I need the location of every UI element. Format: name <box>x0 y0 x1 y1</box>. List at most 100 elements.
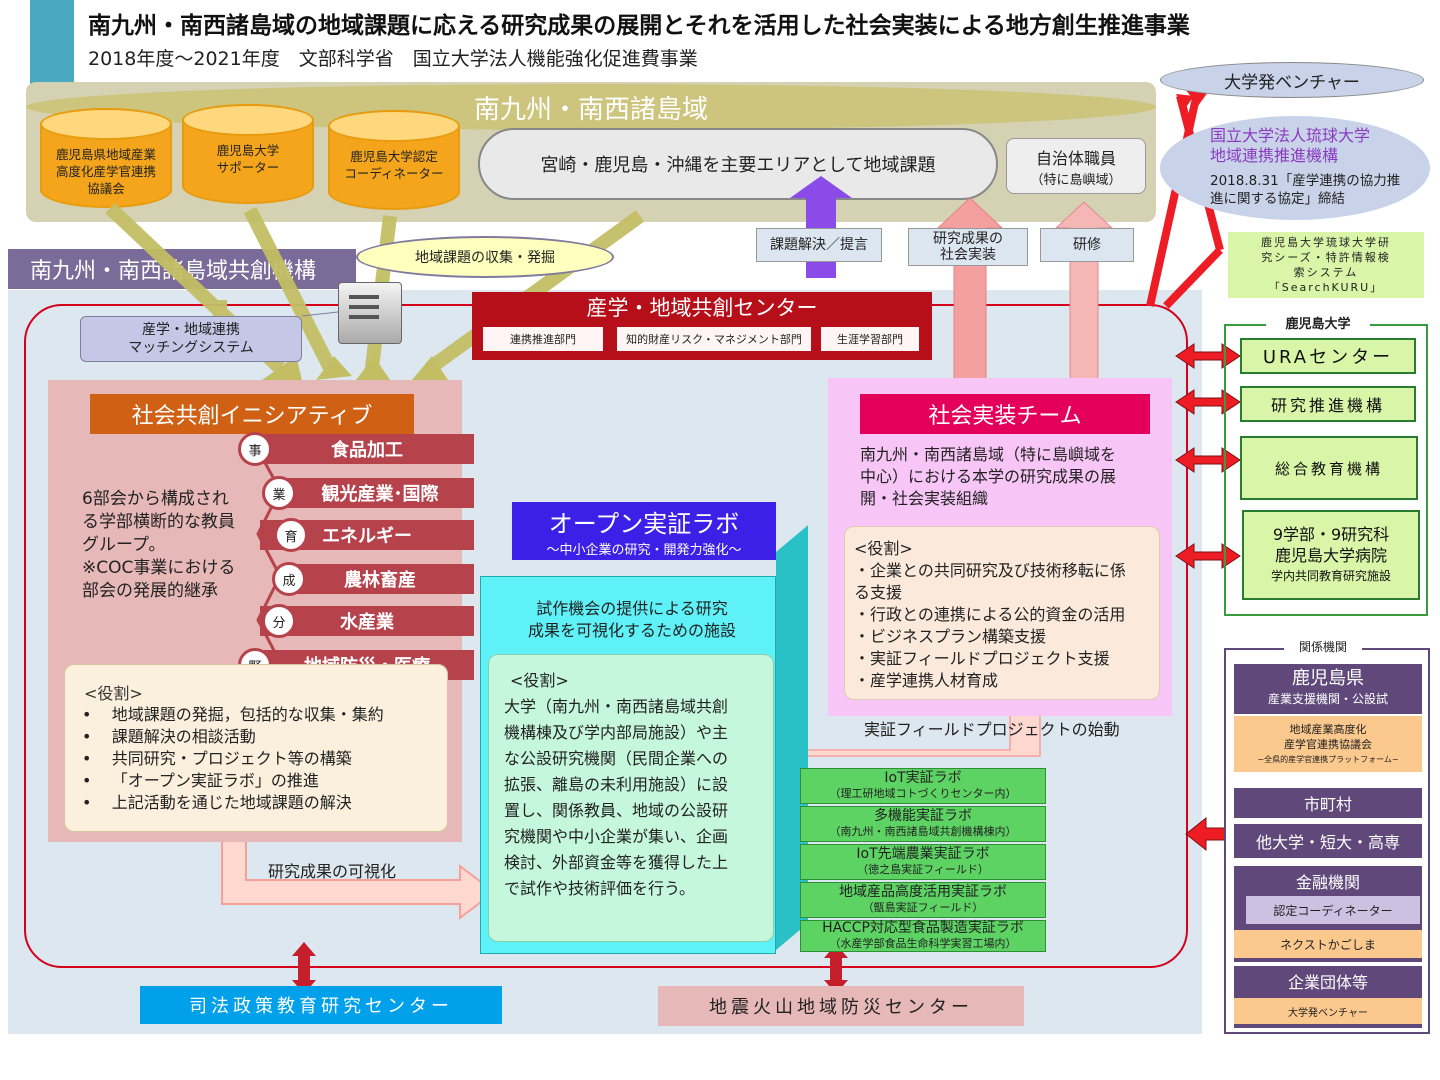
category-fisheries[interactable]: 水産業 <box>260 606 474 636</box>
lab-multi[interactable]: 多機能実証ラボ （南九州・南西諸島域共創機構棟内） <box>800 806 1046 842</box>
venture-ellipse: 大学発ベンチャー <box>1160 62 1424 98</box>
matching-line2: マッチングシステム <box>128 340 254 356</box>
faculty-line: 学内共同教育研究施設 <box>1270 568 1391 583</box>
council-line: 産学官連携協議会 <box>1284 737 1372 751</box>
desc-line: 成果を可視化するための施設 <box>527 621 736 640</box>
related-orgs-label: 関係機関 <box>1284 636 1362 656</box>
lab-sub: （南九州・南西諸島域共創機構棟内） <box>829 825 1017 838</box>
lab-iot-agri[interactable]: IoT先端農業実証ラボ （徳之島実証フィールド） <box>800 844 1046 880</box>
lab-haccp[interactable]: HACCP対応型食品製造実証ラボ （水産学部食品生命科学実習工場内） <box>800 920 1046 952</box>
role-line: 機構棟及び学内部局施設）や主 <box>504 723 729 742</box>
shiho-center[interactable]: 司法政策教育研究センター <box>140 986 502 1024</box>
faculties-box[interactable]: 9学部・9研究科 鹿児島大学病院 学内共同教育研究施設 <box>1242 510 1420 600</box>
lab-sub: （甑島実証フィールド） <box>862 901 984 914</box>
desc-line: 南九州・南西諸島域（特に島嶼域を <box>860 445 1117 464</box>
team-role-text: <役割> ・企業との共同研究及び技術移転に係 る支援 ・行政との連携による公的資… <box>854 538 1160 692</box>
lab-sub: （徳之島実証フィールド） <box>857 863 989 876</box>
category-agriculture[interactable]: 農林畜産 <box>286 564 474 594</box>
lab-sub: （水産学部食品生命科学実習工場内） <box>829 937 1017 950</box>
category-label: 食品加工 <box>331 440 403 461</box>
team-title: 社会実装チーム <box>860 394 1150 434</box>
sk-line: 「SearchKURU」 <box>1268 281 1384 294</box>
jishin-center[interactable]: 地震火山地域防災センター <box>658 986 1024 1026</box>
faculty-line: 9学部・9研究科 <box>1272 524 1390 544</box>
pref-council-box[interactable]: 地域産業高度化 産学官連携協議会 −全県的産学官連携プラットフォーム− <box>1234 716 1422 772</box>
ura-center[interactable]: URAセンター <box>1240 338 1416 374</box>
desc-line: 6部会から構成され <box>82 489 229 509</box>
page-title: 南九州・南西諸島域の地域課題に応える研究成果の展開とそれを活用した社会実装による… <box>88 13 1190 39</box>
dept-lifelong: 生涯学習部門 <box>820 326 920 352</box>
category-tourism[interactable]: 観光産業･国際 <box>286 478 474 508</box>
role-item: 共同研究・プロジェクト等の構築 <box>111 749 352 768</box>
searchkuru-box[interactable]: 鹿児島大学琉球大学研 究シーズ・特許情報検 索システム 「SearchKURU」 <box>1228 232 1424 298</box>
desc-line: ※COC事業における <box>82 558 236 578</box>
initiative-role-heading: <役割> <box>84 684 143 703</box>
implement-line2: 社会実装 <box>940 247 996 263</box>
desc-line: 中心）における本学の研究成果の展 <box>860 467 1117 486</box>
ryukyu-line: 進に関する協定」締結 <box>1210 191 1345 207</box>
company-title: 企業団体等 <box>1287 973 1368 992</box>
cyl-text: 鹿児島大学 <box>216 143 280 158</box>
municipal-staff-box: 自治体職員 （特に島嶼域） <box>1006 138 1146 194</box>
matching-system-box[interactable]: 産学・地域連携 マッチングシステム <box>80 316 302 362</box>
cyl-text: 鹿児島大学認定 <box>350 149 438 164</box>
training-label: 研修 <box>1040 228 1134 262</box>
lab-name: 多機能実証ラボ <box>874 808 972 824</box>
pref-box[interactable]: 鹿児島県 産業支援機関・公設試 <box>1234 664 1422 714</box>
sk-line: 鹿児島大学琉球大学研 <box>1261 236 1391 249</box>
research-org[interactable]: 研究推進機構 <box>1240 386 1416 422</box>
other-univ-box[interactable]: 他大学・短大・高専 <box>1234 824 1422 858</box>
badge-circle: 育 <box>274 518 308 552</box>
cyl-text: コーディネーター <box>344 166 444 181</box>
role-line: な公設研究機関（民間企業への <box>504 749 729 768</box>
lab-product[interactable]: 地域産品高度活用実証ラボ （甑島実証フィールド） <box>800 882 1046 918</box>
ryukyu-line: 国立大学法人琉球大学 <box>1210 126 1371 145</box>
role-line: ・ビジネスプラン構築支援 <box>854 627 1047 646</box>
implement-line1: 研究成果の <box>933 231 1003 247</box>
pref-sub: 産業支援機関・公設試 <box>1267 692 1388 706</box>
role-heading: <役割> <box>854 539 913 558</box>
municipal-box[interactable]: 市町村 <box>1234 788 1422 818</box>
role-line: ・実証フィールドプロジェクト支援 <box>854 649 1110 668</box>
ryukyu-ellipse <box>1160 116 1430 220</box>
role-line: ・産学連携人材育成 <box>854 671 999 690</box>
regional-issues-cloud: 宮崎・鹿児島・沖縄を主要エリアとして地域課題 <box>478 128 998 200</box>
cylinder-supporter: 鹿児島大学サポーター <box>182 104 314 204</box>
faculty-line: 鹿児島大学病院 <box>1274 545 1387 565</box>
openlab-title-box[interactable]: オープン実証ラボ 〜中小企業の研究・開発力強化〜 <box>512 502 776 560</box>
role-item: 課題解決の相談活動 <box>111 727 256 746</box>
category-label: 農林畜産 <box>344 570 416 591</box>
role-line: 拡張、離島の未利用施設）に設 <box>504 775 729 794</box>
cyl-text: 高度化産学官連携 <box>55 164 156 179</box>
lab-iot[interactable]: IoT実証ラボ （理工研地域コトづくりセンター内） <box>800 768 1046 804</box>
role-line: ・行政との連携による公的資金の活用 <box>854 605 1126 624</box>
desc-line: 開・社会実装組織 <box>860 489 989 508</box>
server-icon <box>338 282 402 344</box>
finance-coordinator[interactable]: 認定コーディネーター <box>1246 896 1420 924</box>
finance-next[interactable]: ネクストかごしま <box>1234 930 1422 958</box>
dept-liaison: 連携推進部門 <box>482 326 604 352</box>
category-label: 水産業 <box>340 612 394 633</box>
initiative-description: 6部会から構成され る学部横断的な教員 グループ。 ※COC事業における 部会の… <box>82 488 262 603</box>
lab-name: IoT実証ラボ <box>884 770 962 786</box>
openlab-role-box <box>488 654 774 942</box>
openlab-subtitle: 〜中小企業の研究・開発力強化〜 <box>546 543 742 558</box>
lab-name: 地域産品高度活用実証ラボ <box>839 884 1007 900</box>
category-food[interactable]: 食品加工 <box>260 434 474 464</box>
ryukyu-agreement: 2018.8.31「産学連携の協力推 進に関する協定」締結 <box>1210 172 1400 208</box>
role-heading: <役割> <box>510 671 569 690</box>
role-item: 「オープン実証ラボ」の推進 <box>111 771 319 790</box>
solve-label: 課題解決／提言 <box>756 228 882 262</box>
badge-circle: 分 <box>262 604 296 638</box>
role-line: 置し、関係教員、地域の公設研 <box>504 801 729 820</box>
implement-label: 研究成果の 社会実装 <box>908 228 1028 266</box>
solve-arrow <box>790 176 852 226</box>
lab-name: HACCP対応型食品製造実証ラボ <box>822 920 1024 936</box>
finance-title: 金融機関 <box>1295 873 1360 892</box>
issue-gathering-ellipse: 地域課題の収集・発掘 <box>356 236 614 278</box>
company-venture[interactable]: 大学発ベンチャー <box>1234 998 1422 1024</box>
cyl-text: 鹿児島県地域産業 <box>55 147 156 162</box>
general-education-org[interactable]: 総合教育機構 <box>1240 436 1418 500</box>
field-project-label: 実証フィールドプロジェクトの始動 <box>864 720 1120 739</box>
pref-title: 鹿児島県 <box>1292 668 1364 689</box>
